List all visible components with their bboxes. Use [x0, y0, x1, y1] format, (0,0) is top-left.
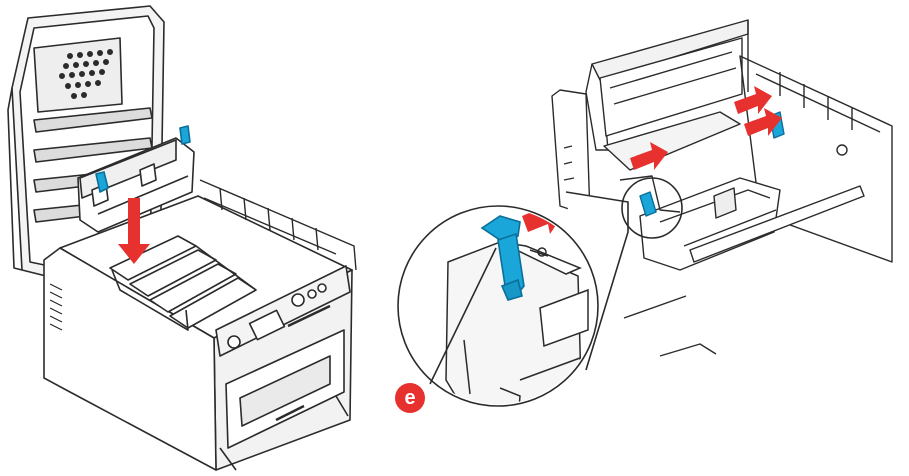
- callout-label: e: [404, 387, 415, 409]
- printer-left-icon: [8, 6, 356, 470]
- callout-badge: e: [395, 383, 425, 413]
- magnifier-callout: [398, 178, 682, 420]
- printer-body: [44, 196, 352, 470]
